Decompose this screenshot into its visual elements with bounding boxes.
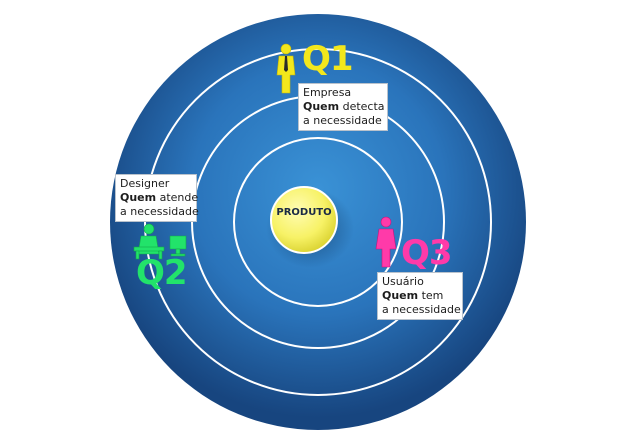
q1-line-2-rest: detecta xyxy=(339,100,385,113)
q2-line-2-bold: Quem xyxy=(120,191,157,204)
q3-line-3: a necessidade xyxy=(382,303,461,316)
q3-line-2: Quem tem xyxy=(382,289,458,303)
q1-line-2: Quem detecta xyxy=(303,100,385,114)
core-circle xyxy=(270,186,338,254)
q2-line-3: a necessidade xyxy=(120,205,199,218)
q1-description-box: Empresa Quem detecta a necessidade xyxy=(298,83,388,131)
q2-tag: Q2 xyxy=(136,253,188,293)
q2-line-1: Designer xyxy=(120,177,170,190)
woman-user-icon xyxy=(375,216,397,268)
q1-line-1: Empresa xyxy=(303,86,352,99)
q1-line-2-bold: Quem xyxy=(303,100,340,113)
businessman-icon xyxy=(276,43,296,94)
q3-line-2-bold: Quem xyxy=(382,289,419,302)
core-label: PRODUTO xyxy=(276,207,332,218)
q3-line-2-rest: tem xyxy=(418,289,444,302)
ring-outer xyxy=(144,48,492,396)
q3-description-box: Usuário Quem tem a necessidade xyxy=(377,272,463,320)
q3-tag: Q3 xyxy=(401,233,453,273)
designer-at-computer-icon xyxy=(133,223,187,260)
q3-line-1: Usuário xyxy=(382,275,424,288)
q1-tag: Q1 xyxy=(302,39,354,79)
q2-line-2: Quem atende xyxy=(120,191,198,205)
q2-line-2-rest: atende xyxy=(156,191,199,204)
ring-inner xyxy=(233,137,403,307)
q1-line-3: a necessidade xyxy=(303,114,382,127)
q2-description-box: Designer Quem atende a necessidade xyxy=(115,174,199,222)
